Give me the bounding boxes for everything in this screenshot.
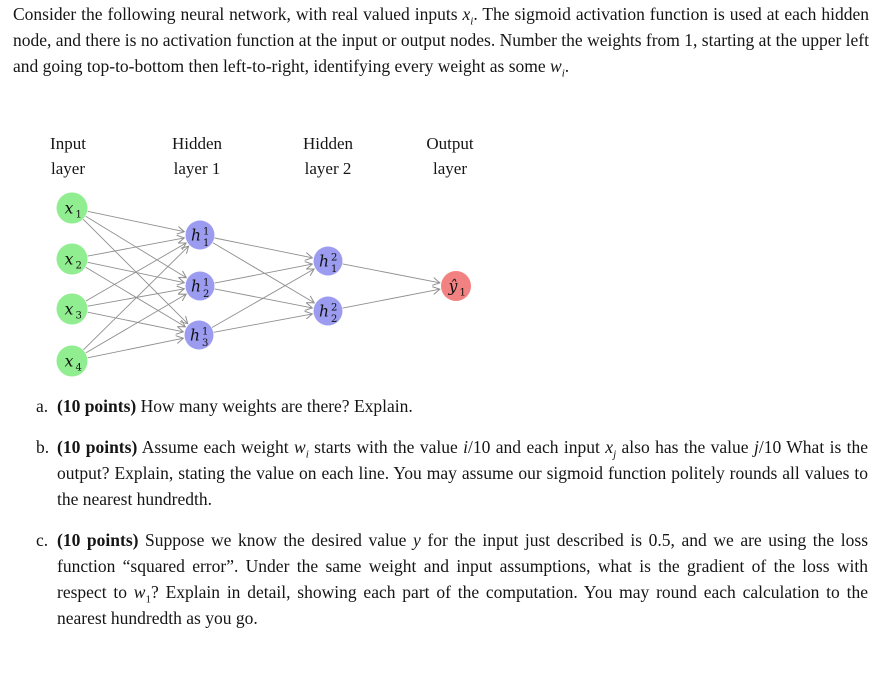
edge-arrow <box>87 338 184 359</box>
node-x2 <box>56 243 88 275</box>
item-marker: a. <box>36 396 49 416</box>
layer-label: Hidden <box>303 134 354 153</box>
node-label: 1 <box>76 210 82 221</box>
edge-arrow <box>85 266 186 327</box>
edge-arrow <box>212 242 314 303</box>
node-label: 2 <box>331 253 337 264</box>
node-label: h <box>190 327 200 345</box>
node-label: x <box>65 301 74 319</box>
layer-label: Output <box>426 134 474 153</box>
edge-arrow <box>87 238 185 257</box>
node-label: h <box>191 227 201 245</box>
item-text: (10 points) Assume each weight wi starts… <box>57 437 869 509</box>
node-label: h <box>191 278 201 296</box>
item-text: (10 points) Suppose we know the desired … <box>57 530 868 628</box>
node-label: 1 <box>460 288 466 299</box>
node-label: 1 <box>202 327 208 338</box>
item-text: (10 points) How many weights are there? … <box>57 396 413 416</box>
node-label: 3 <box>76 311 82 322</box>
question-item-a: a. (10 points) How many weights are ther… <box>36 393 868 419</box>
edge-arrow <box>213 314 313 333</box>
layer-label: Hidden <box>172 134 223 153</box>
node-label: h <box>319 253 329 271</box>
node-label: 1 <box>331 264 337 275</box>
edge-arrow <box>83 246 188 351</box>
node-label: h <box>319 303 329 321</box>
node-label: 2 <box>76 261 82 272</box>
node-label: 2 <box>203 289 209 300</box>
edges-layer <box>82 210 440 359</box>
node-label: 3 <box>202 338 208 349</box>
layer-label: layer <box>51 159 85 178</box>
layer-label: layer 2 <box>305 159 352 178</box>
edge-arrow <box>342 289 440 309</box>
edge-arrow <box>214 237 313 258</box>
node-label: 1 <box>203 238 209 249</box>
edge-arrow <box>87 210 185 231</box>
node-h13 <box>184 320 214 350</box>
edge-arrow <box>214 264 313 284</box>
question-item-c: c. (10 points) Suppose we know the desir… <box>36 527 868 631</box>
node-label: 1 <box>203 278 209 289</box>
node-y1 <box>441 271 471 301</box>
node-x3 <box>56 293 88 325</box>
node-x4 <box>56 345 88 377</box>
node-h11 <box>185 220 215 250</box>
edge-arrow <box>342 263 440 283</box>
node-label: x <box>65 251 74 269</box>
node-h21 <box>313 246 343 276</box>
item-marker: c. <box>36 530 49 550</box>
node-label: 4 <box>76 363 82 374</box>
node-label: 2 <box>331 303 337 314</box>
edge-arrow <box>82 218 187 323</box>
edge-arrow <box>85 243 186 302</box>
layer-labels: Input layer Hidden layer 1 Hidden layer 2 Outp… <box>50 134 474 178</box>
edge-arrow <box>85 294 186 354</box>
item-marker: b. <box>36 437 50 457</box>
node-label: x <box>65 200 74 218</box>
layer-label: Input <box>50 134 86 153</box>
layer-label: layer <box>433 159 467 178</box>
question-list: a. (10 points) How many weights are ther… <box>36 393 868 646</box>
node-h22 <box>313 296 343 326</box>
node-label: ŷ <box>448 278 458 296</box>
edge-arrow <box>211 269 314 328</box>
node-label: 2 <box>331 314 337 325</box>
problem-statement: Consider the following neural network, w… <box>13 4 869 80</box>
question-item-b: b. (10 points) Assume each weight wi sta… <box>36 434 868 512</box>
layer-label: layer 1 <box>174 159 221 178</box>
node-label: 1 <box>203 227 209 238</box>
node-label: x <box>65 353 74 371</box>
edge-arrow <box>87 311 184 332</box>
node-x1 <box>56 192 88 224</box>
node-h12 <box>185 271 215 301</box>
